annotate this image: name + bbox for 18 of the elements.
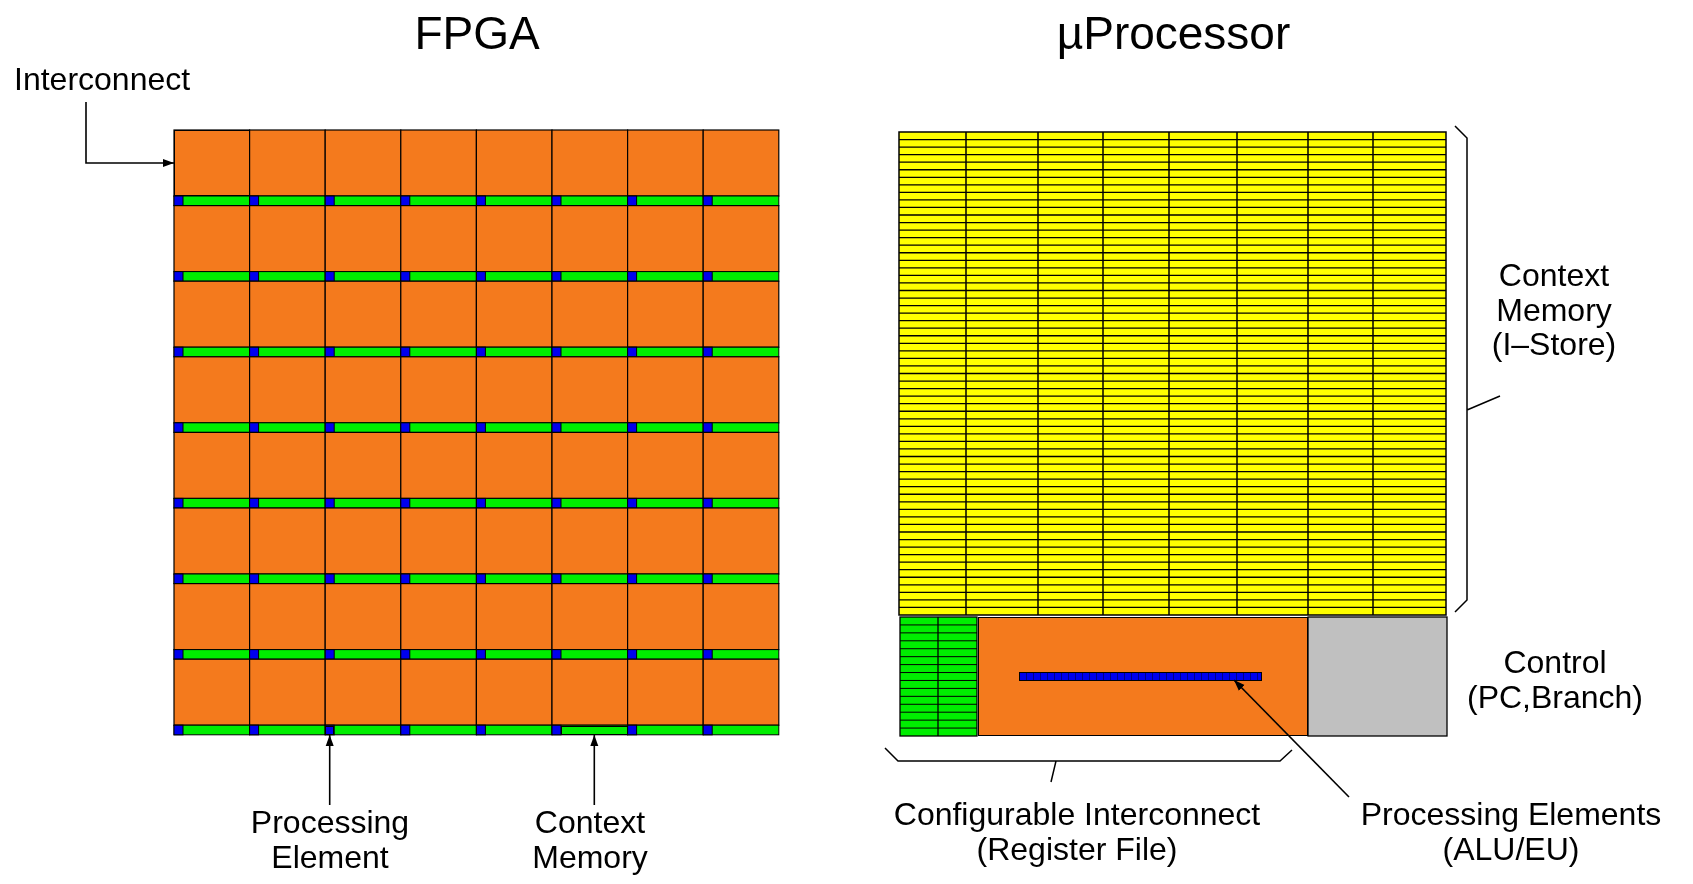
callout-text: Context Memory (I–Store) [1490, 258, 1618, 362]
callout-text: Context Memory [505, 805, 675, 875]
logic-cell [174, 130, 250, 196]
callout-text: Interconnect [14, 62, 214, 97]
processing-element-bar [1019, 672, 1262, 681]
callout-text: Processing Element [230, 805, 430, 875]
callout-text: Processing Elements (ALU/EU) [1341, 797, 1681, 867]
memory-strip [561, 726, 628, 735]
leader-arrow [590, 734, 599, 806]
callout-text: Control (PC,Branch) [1465, 645, 1644, 715]
callout-text: Configurable Interconnect (Register File) [892, 797, 1262, 867]
processing-element-square [325, 726, 335, 735]
execution-block [978, 617, 1308, 736]
leader-arrow [325, 734, 334, 806]
diagram-heading: µProcessor [1055, 8, 1292, 59]
diagram-heading: FPGA [413, 8, 541, 59]
leader-arrow [1233, 679, 1350, 798]
leader-arrow [85, 101, 175, 167]
